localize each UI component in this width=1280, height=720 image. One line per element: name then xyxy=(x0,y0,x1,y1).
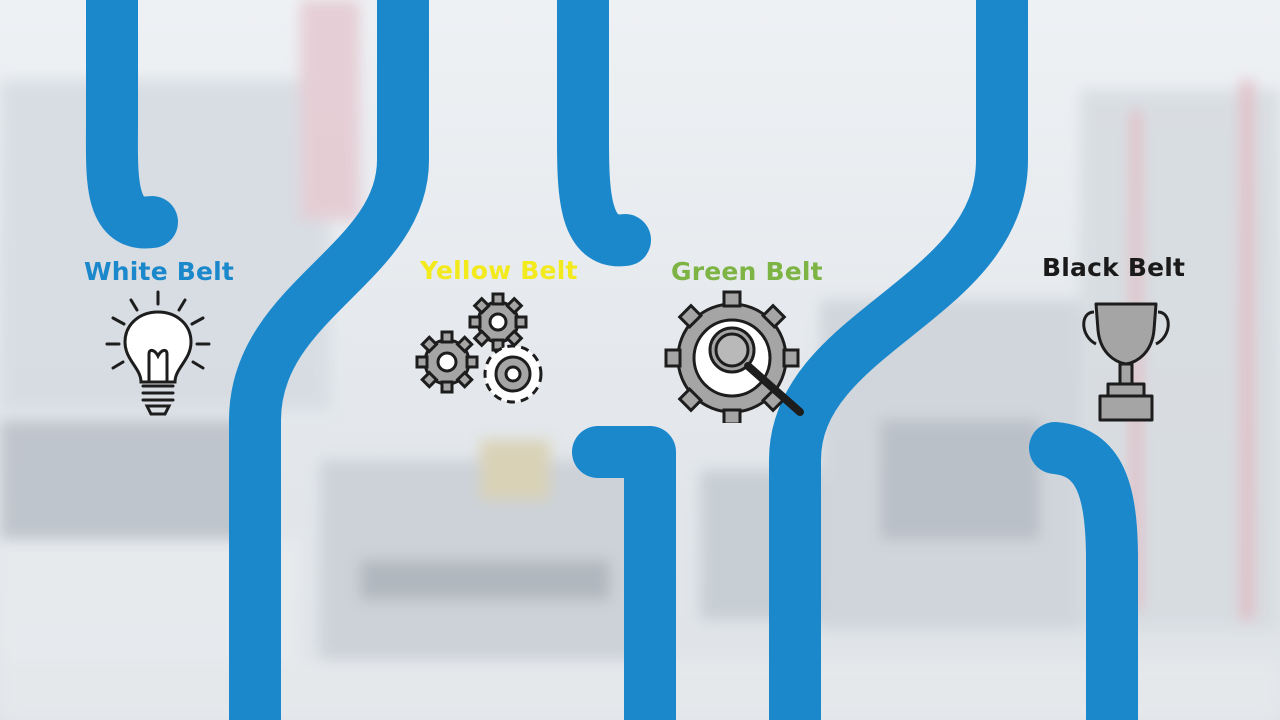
belt-label-white: White Belt xyxy=(84,257,235,286)
path-segment-middle-loop xyxy=(557,0,651,267)
path-segment-center-hook xyxy=(572,426,676,720)
path-segment-middle-column xyxy=(769,0,1028,720)
lightbulb-icon xyxy=(105,290,211,416)
path-segment-left-loop xyxy=(85,0,178,249)
path-segment-right-hook xyxy=(1029,422,1138,720)
path-segment-left-column xyxy=(229,0,429,720)
belt-label-yellow: Yellow Belt xyxy=(420,256,578,285)
gear-magnifier-icon xyxy=(664,290,804,423)
gears-icon xyxy=(415,292,543,404)
belt-label-green: Green Belt xyxy=(671,257,823,286)
belt-label-black: Black Belt xyxy=(1042,253,1186,282)
trophy-icon xyxy=(1082,302,1170,422)
